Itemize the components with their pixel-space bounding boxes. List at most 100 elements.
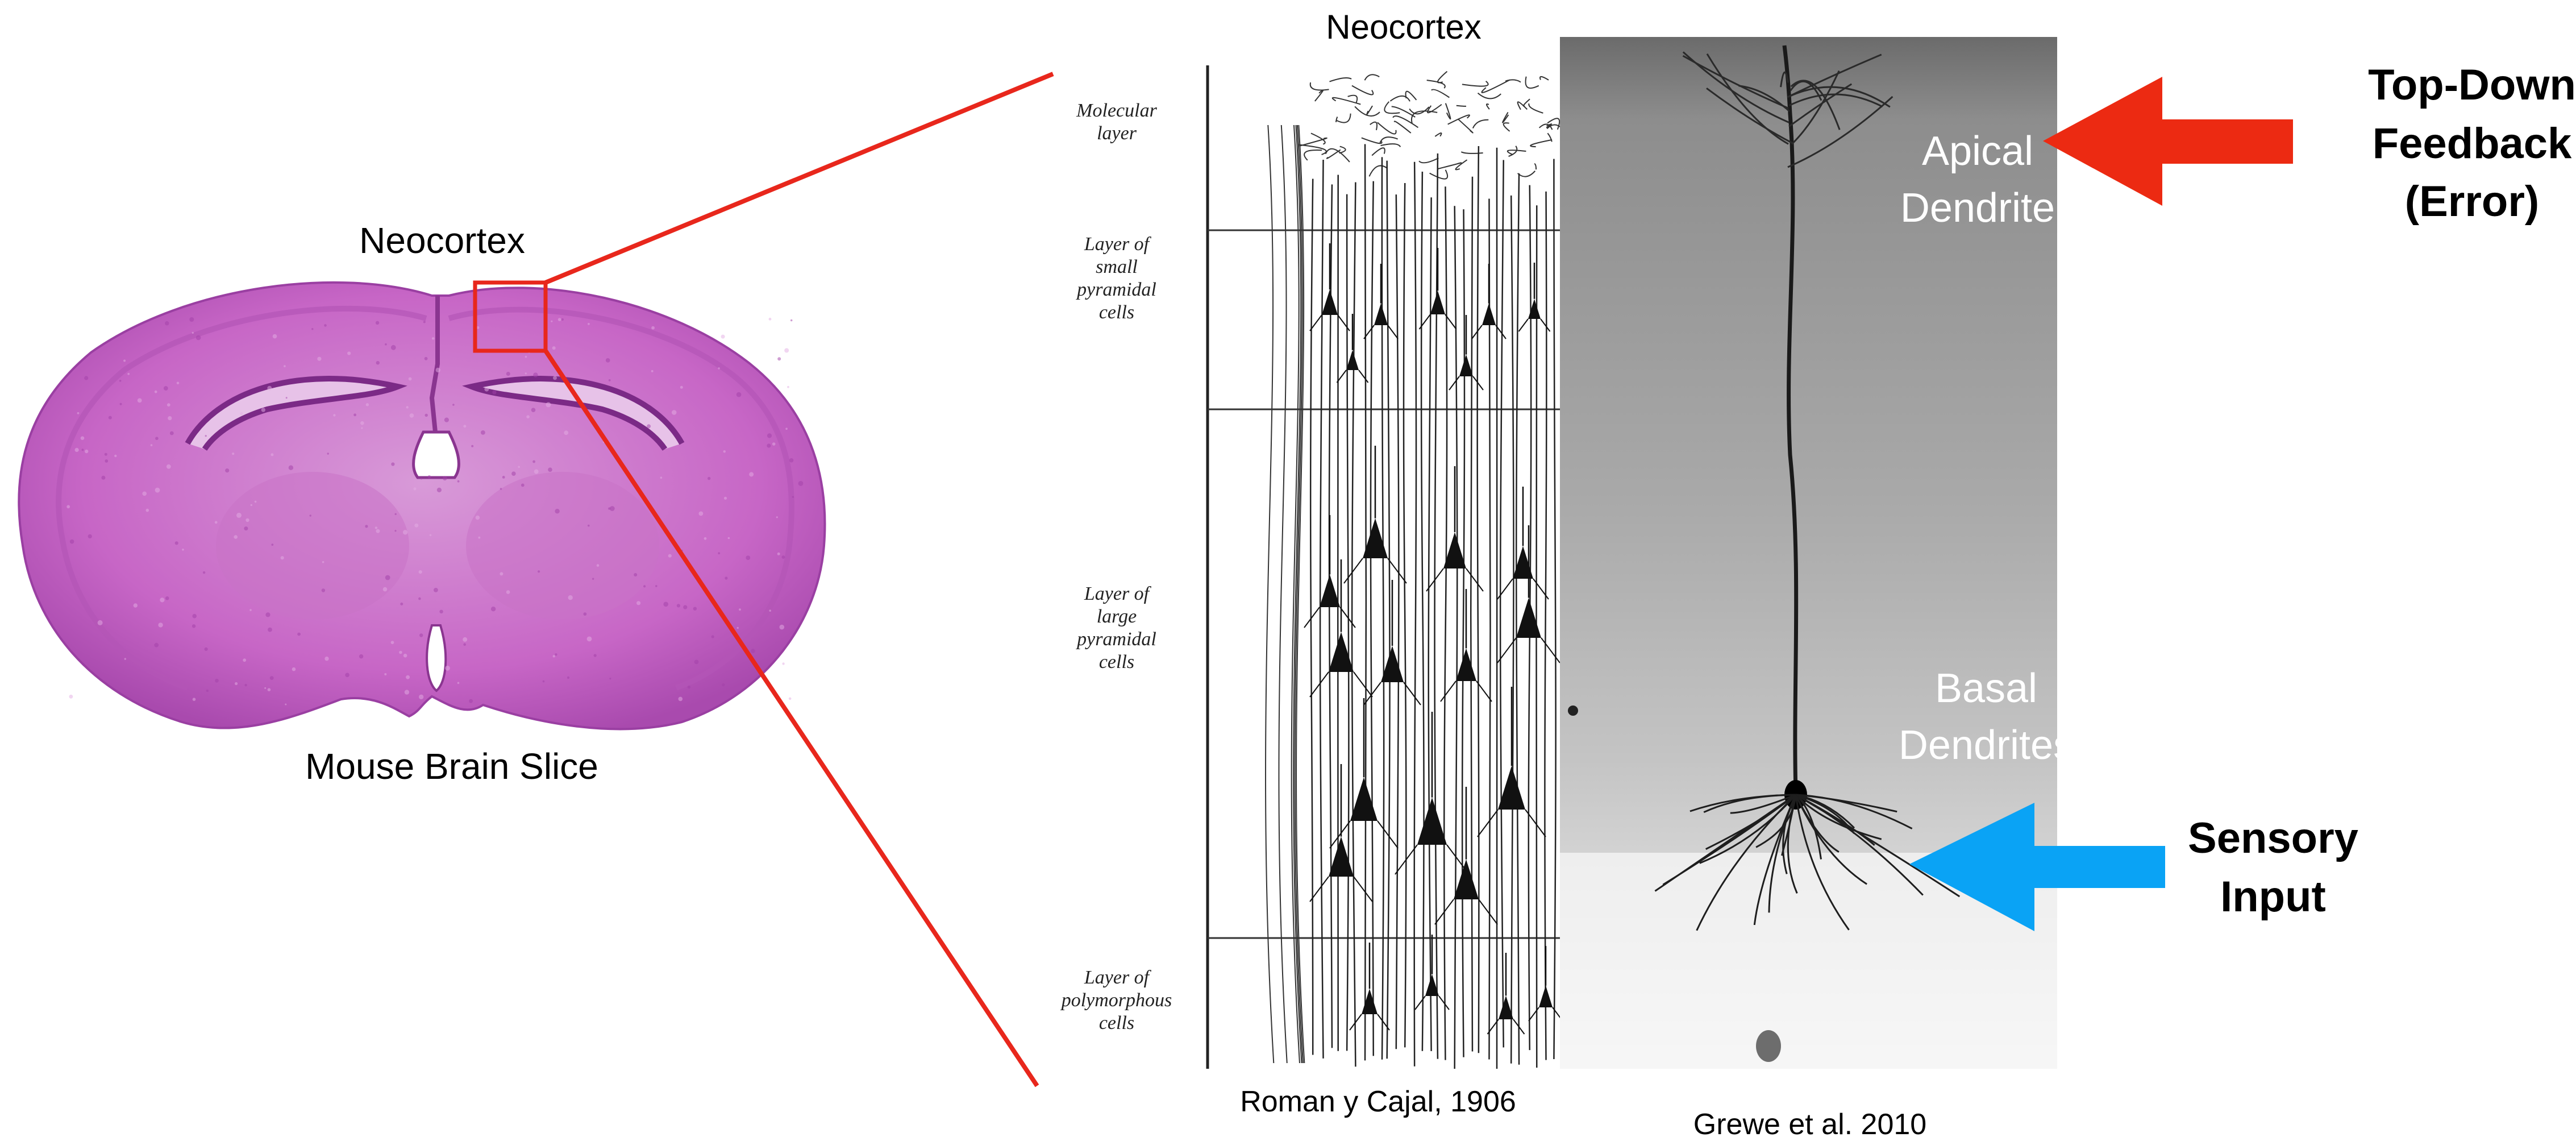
stain-speck — [694, 660, 699, 665]
pyramidal-basal-process — [1354, 672, 1372, 697]
molecular-fiber — [1547, 118, 1559, 129]
stain-speck — [463, 643, 466, 646]
stain-speck — [567, 677, 569, 679]
stain-speck — [445, 666, 450, 671]
stain-speck — [394, 530, 396, 532]
stain-speck — [481, 430, 485, 435]
cajal-layer-label-line: layer — [1097, 123, 1137, 144]
stain-speck — [683, 605, 687, 609]
stain-speck — [772, 442, 776, 446]
stain-speck — [81, 436, 85, 440]
stain-speck — [784, 348, 789, 352]
pyramidal-cell-body — [1539, 986, 1553, 1007]
pyramidal-basal-process — [1541, 638, 1560, 663]
stain-speck — [155, 488, 160, 493]
stain-speck — [708, 477, 710, 480]
stain-speck — [425, 357, 428, 360]
stain-speck — [69, 695, 73, 699]
stain-speck — [265, 612, 270, 617]
stain-speck — [668, 554, 672, 558]
stain-speck — [769, 609, 771, 612]
stain-speck — [419, 695, 423, 699]
stain-speck — [297, 633, 301, 636]
molecular-fiber — [1462, 81, 1488, 86]
sensory-label: Sensory Input — [2188, 814, 2358, 921]
molecular-fiber — [1370, 122, 1377, 130]
thalamus-left — [216, 472, 409, 620]
stain-speck — [333, 414, 335, 416]
molecular-fiber — [1458, 119, 1473, 133]
stain-speck — [243, 658, 246, 662]
feedback-label: Top-Down Feedback (Error) — [2368, 61, 2576, 226]
molecular-fiber — [1409, 107, 1429, 114]
stain-speck — [588, 525, 590, 527]
stain-speck — [167, 464, 171, 469]
cajal-layer-label-line: pyramidal — [1076, 279, 1156, 300]
vertical-fiber — [1429, 197, 1431, 1051]
stain-speck — [592, 578, 594, 580]
pyramidal-basal-process — [1519, 319, 1529, 331]
stain-speck — [267, 386, 272, 391]
molecular-fiber — [1336, 114, 1350, 123]
feedback-label-line-2: Feedback — [2373, 119, 2572, 168]
stain-speck — [85, 450, 88, 453]
stain-speck — [292, 667, 296, 671]
molecular-fiber — [1508, 150, 1526, 155]
stain-speck — [782, 662, 784, 665]
stain-speck — [177, 382, 180, 385]
stain-speck — [491, 607, 496, 611]
pyramidal-cell-body — [1329, 632, 1354, 672]
stain-speck — [192, 624, 195, 628]
stain-speck — [120, 403, 122, 405]
molecular-fiber — [1412, 111, 1437, 123]
vertical-fiber — [1320, 160, 1323, 1059]
stain-speck — [405, 690, 409, 694]
stain-speck — [66, 505, 70, 508]
pyramidal-cell-body — [1350, 777, 1378, 821]
stain-speck — [430, 534, 432, 537]
pyramidal-basal-process — [1388, 325, 1398, 339]
stain-speck — [476, 516, 480, 520]
stain-speck — [500, 572, 503, 575]
stain-speck — [403, 654, 407, 658]
pyramidal-basal-process — [1359, 370, 1368, 383]
molecular-fiber — [1435, 133, 1441, 136]
stain-speck — [609, 678, 611, 679]
stain-speck — [324, 657, 328, 661]
pyramidal-basal-process — [1338, 315, 1350, 331]
molecular-fiber — [1455, 160, 1467, 169]
stain-speck — [403, 530, 407, 534]
pyramidal-basal-process — [1441, 681, 1456, 702]
vertical-fiber — [1371, 181, 1374, 1056]
stain-speck — [395, 513, 397, 515]
stain-speck — [146, 509, 149, 512]
stain-speck — [101, 476, 105, 480]
stain-speck — [271, 543, 273, 546]
feedback-label-line-1: Top-Down — [2368, 61, 2576, 109]
feedback-arrow — [2043, 77, 2293, 206]
stain-speck — [322, 561, 324, 563]
stain-speck — [164, 386, 168, 391]
stain-speck — [587, 637, 592, 642]
cajal-drawing — [1208, 65, 1569, 1069]
molecular-fiber — [1504, 123, 1510, 131]
stain-speck — [561, 318, 564, 321]
stain-speck — [168, 416, 172, 420]
stain-speck — [151, 444, 153, 446]
stain-speck — [660, 476, 663, 479]
stain-speck — [704, 537, 707, 540]
molecular-fiber — [1503, 113, 1508, 123]
apical-label-line-1: Apical — [1922, 128, 2033, 174]
apical-label-line-2: Dendrite — [1900, 185, 2055, 231]
stain-speck — [500, 488, 502, 490]
pyramidal-cell-body — [1320, 574, 1340, 607]
basal-label-line-1: Basal — [1935, 666, 2037, 711]
stain-speck — [452, 404, 455, 406]
stain-speck — [568, 595, 573, 600]
cajal-layer-label-line: pyramidal — [1076, 629, 1156, 650]
pyramidal-basal-process — [1388, 558, 1406, 583]
stain-speck — [746, 555, 750, 560]
stain-speck — [240, 412, 243, 415]
stain-speck — [798, 481, 804, 486]
